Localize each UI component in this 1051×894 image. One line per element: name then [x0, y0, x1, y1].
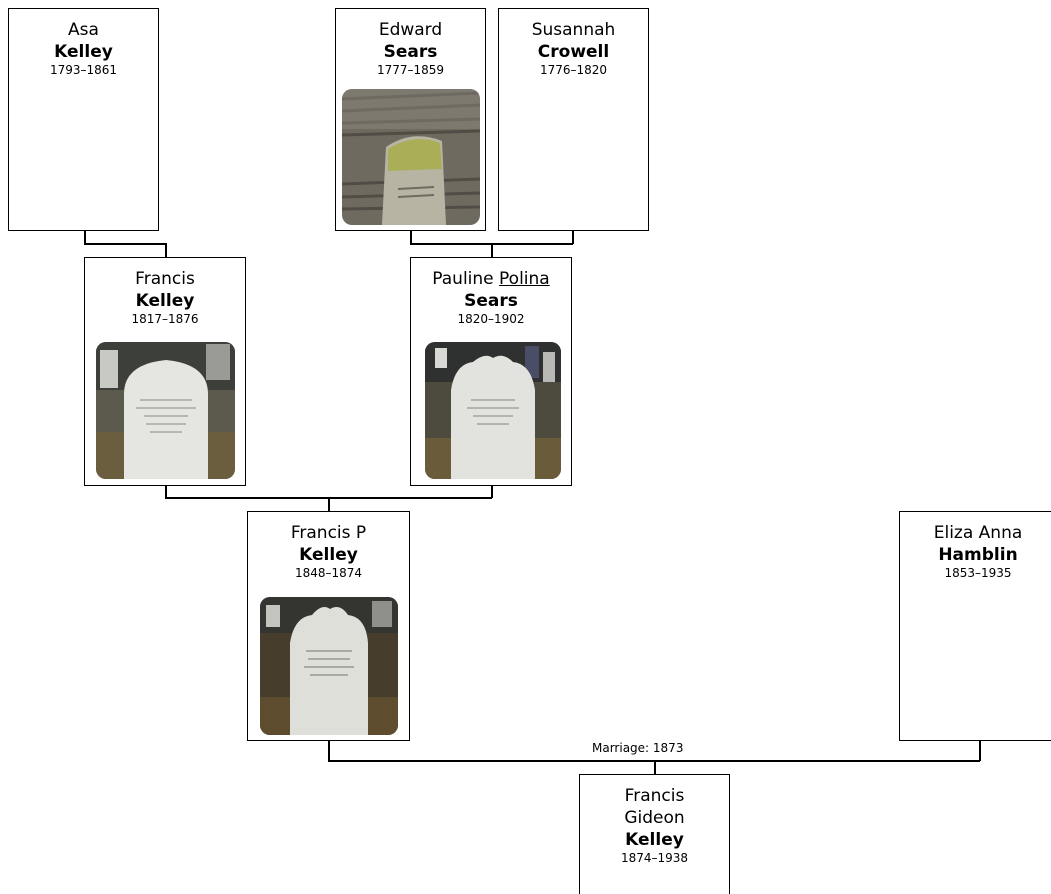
person-card-francis-kelley-1817[interactable]: Francis Kelley 1817–1876 — [84, 257, 246, 486]
life-dates: 1776–1820 — [539, 63, 608, 77]
headstone-photo[interactable] — [260, 597, 398, 735]
given-name-primary: Pauline — [432, 269, 494, 289]
connector-line — [84, 243, 166, 245]
given-name: Francis — [624, 786, 685, 806]
headstone-image — [425, 342, 561, 479]
surname: Crowell — [537, 42, 610, 62]
connector-line — [572, 230, 574, 244]
given-name: Francis — [135, 269, 195, 289]
given-name: Edward — [378, 20, 443, 40]
surname: Sears — [464, 291, 518, 311]
person-card-eliza-hamblin[interactable]: Eliza Anna Hamblin 1853–1935 — [899, 511, 1051, 741]
person-card-edward-sears[interactable]: Edward Sears 1777–1859 — [335, 8, 486, 231]
life-dates: 1793–1861 — [49, 63, 118, 77]
connector-line — [410, 230, 412, 244]
given-name: Francis P — [290, 523, 367, 543]
alternate-given-name[interactable]: Polina — [499, 269, 550, 289]
life-dates: 1777–1859 — [376, 63, 445, 77]
life-dates: 1853–1935 — [944, 566, 1012, 580]
person-card-asa-kelley[interactable]: Asa Kelley 1793–1861 — [8, 8, 159, 231]
headstone-image — [96, 342, 235, 479]
life-dates: 1848–1874 — [294, 566, 363, 580]
connector-line — [654, 760, 656, 775]
connector-line — [328, 740, 330, 761]
connector-line — [328, 497, 330, 512]
given-name: Asa — [68, 20, 99, 40]
connector-line — [979, 740, 981, 761]
person-card-susannah-crowell[interactable]: Susannah Crowell 1776–1820 — [498, 8, 649, 231]
life-dates: 1820–1902 — [457, 312, 525, 326]
person-card-francis-gideon-kelley[interactable]: Francis Gideon Kelley 1874–1938 — [579, 774, 730, 894]
headstone-image — [260, 597, 398, 735]
marriage-label: Marriage: 1873 — [590, 741, 686, 755]
surname: Kelley — [299, 545, 358, 565]
person-card-francis-p-kelley[interactable]: Francis P Kelley 1848–1874 — [247, 511, 410, 741]
life-dates: 1874–1938 — [620, 851, 689, 865]
middle-name: Gideon — [624, 808, 685, 828]
life-dates: 1817–1876 — [131, 312, 199, 326]
surname: Hamblin — [938, 545, 1018, 565]
surname: Sears — [383, 42, 438, 62]
headstone-photo[interactable] — [96, 342, 235, 479]
connector-line — [165, 485, 167, 498]
surname: Kelley — [625, 830, 684, 850]
given-name: Pauline Polina — [411, 268, 571, 290]
given-name: Susannah — [531, 20, 616, 40]
surname: Kelley — [135, 291, 195, 311]
connector-line — [165, 243, 167, 258]
headstone-photo[interactable] — [425, 342, 561, 479]
headstone-image — [342, 89, 480, 225]
person-card-pauline-sears[interactable]: Pauline Polina Sears 1820–1902 — [410, 257, 572, 486]
surname: Kelley — [54, 42, 113, 62]
given-name: Eliza Anna — [933, 523, 1023, 543]
connector-line — [84, 230, 86, 244]
connector-line — [491, 243, 493, 258]
headstone-photo[interactable] — [342, 89, 480, 225]
connector-line — [491, 485, 493, 498]
